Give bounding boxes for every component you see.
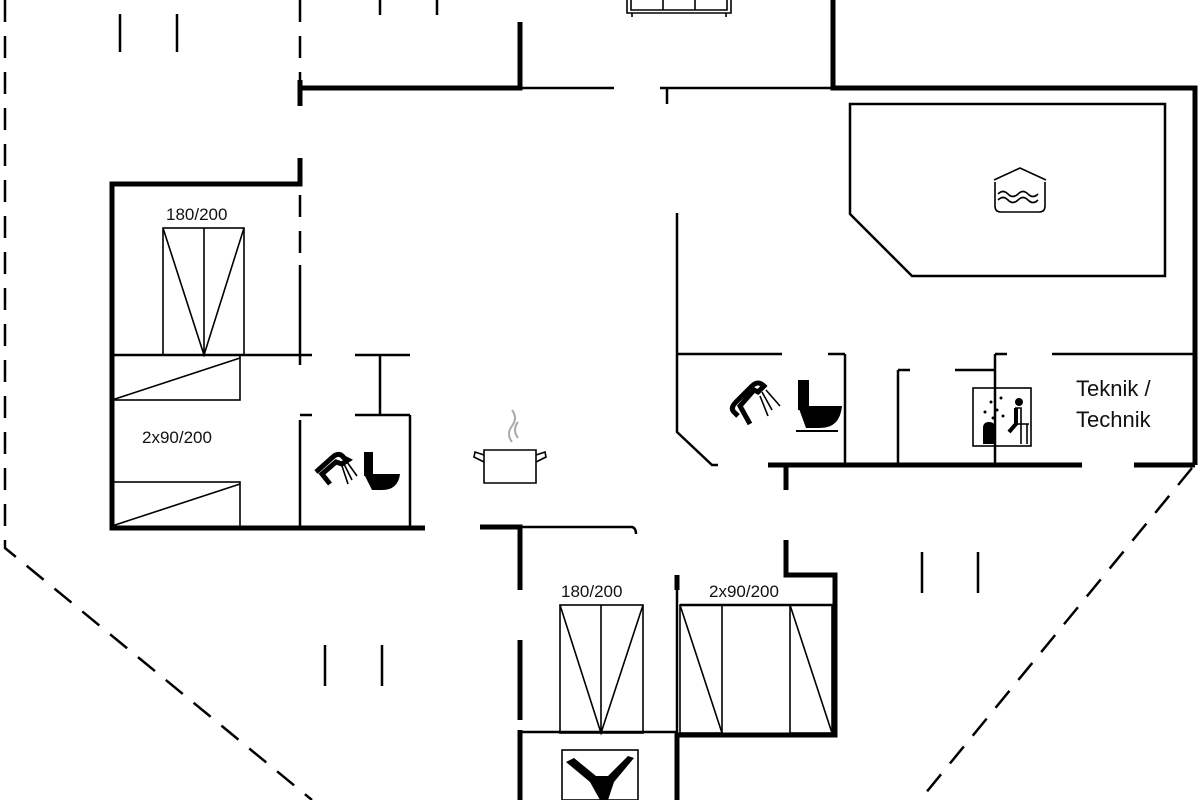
terrace-outline — [3, 0, 1193, 800]
sofa-icon — [626, 0, 732, 17]
chair-icon — [561, 749, 639, 800]
technical-room-label: Teknik / Technik — [1076, 373, 1151, 435]
bed-double-left — [162, 227, 245, 358]
bed-size-label: 2x90/200 — [709, 582, 779, 601]
walls — [109, 0, 1198, 800]
pool-icon — [993, 167, 1047, 213]
shower-icon — [729, 380, 781, 426]
bed-double-bottom — [559, 604, 644, 736]
kitchen-pot-icon — [473, 409, 547, 484]
toilet-icon — [796, 380, 842, 432]
technical-room-label-line1: Teknik / — [1076, 376, 1151, 401]
bed-size-label: 180/200 — [561, 582, 623, 601]
sauna-icon — [972, 387, 1032, 447]
beds-twin-bottom — [679, 604, 833, 734]
shower-icon — [314, 451, 358, 486]
technical-room-label-line2: Technik — [1076, 407, 1151, 432]
bunk-beds-left — [111, 354, 241, 529]
bed-size-label: 2x90/200 — [142, 428, 212, 447]
bed-size-label: 180/200 — [166, 205, 228, 224]
window-marks — [118, 0, 980, 686]
toilet-icon — [364, 452, 400, 490]
pool-outline — [848, 102, 1167, 278]
